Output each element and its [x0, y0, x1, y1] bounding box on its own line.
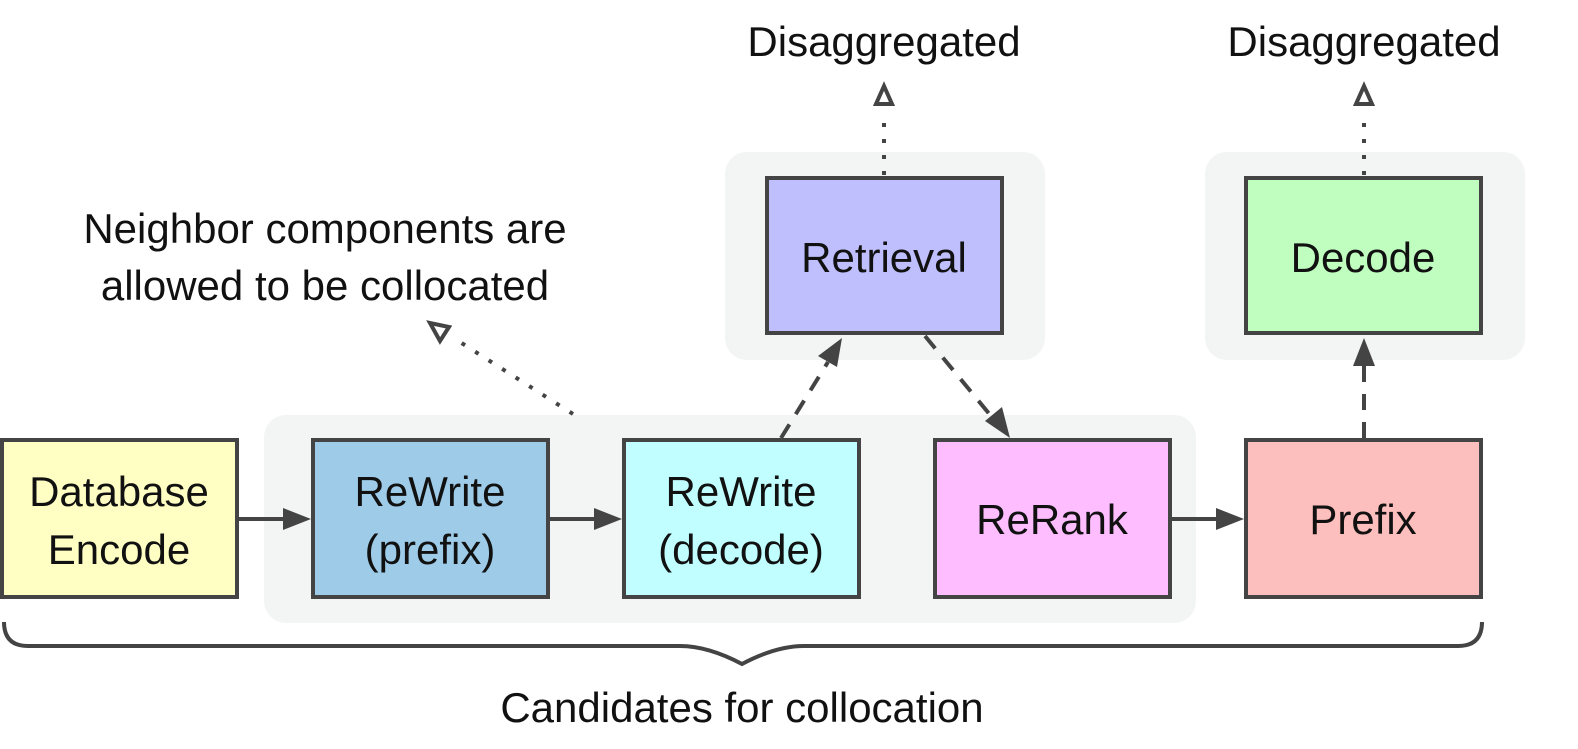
edge-retrieval-to-rerank — [923, 334, 1010, 438]
edge-decode-to-disaggregated — [1352, 81, 1376, 175]
rewrite-decode-label-line1: ReWrite — [666, 468, 817, 515]
rewrite-prefix-label-line2: (prefix) — [365, 526, 496, 573]
node-database-encode: Database Encode — [0, 438, 239, 599]
node-decode: Decode — [1244, 176, 1483, 335]
node-rewrite-decode: ReWrite (decode) — [622, 438, 861, 599]
database-encode-label-line2: Encode — [48, 526, 190, 573]
candidates-label: Candidates for collocation — [500, 684, 983, 731]
edge-retrieval-to-disaggregated — [872, 81, 896, 175]
rewrite-decode-label-line2: (decode) — [658, 526, 824, 573]
node-prefix: Prefix — [1244, 438, 1483, 599]
neighbor-note-line2: allowed to be collocated — [101, 262, 549, 309]
candidates-brace — [2, 621, 1484, 667]
edge-database-encode-to-rewrite-prefix — [239, 508, 311, 530]
edge-rewrite-decode-to-retrieval — [779, 338, 842, 440]
database-encode-label-line1: Database — [29, 468, 209, 515]
neighbor-note-line1: Neighbor components are — [83, 205, 566, 252]
edge-prefix-to-decode — [1353, 338, 1375, 438]
node-rerank: ReRank — [933, 438, 1172, 599]
node-rewrite-prefix: ReWrite (prefix) — [311, 438, 550, 599]
decode-label: Decode — [1291, 234, 1436, 281]
disaggregated-label-decode: Disaggregated — [1227, 18, 1500, 65]
rerank-label: ReRank — [976, 496, 1129, 543]
node-retrieval: Retrieval — [765, 176, 1004, 335]
edge-group-to-neighbor-note — [426, 320, 575, 416]
retrieval-label: Retrieval — [801, 234, 967, 281]
rewrite-prefix-label-line1: ReWrite — [355, 468, 506, 515]
prefix-label: Prefix — [1309, 496, 1416, 543]
edge-rerank-to-prefix — [1171, 508, 1244, 530]
edge-rewrite-prefix-to-rewrite-decode — [549, 508, 622, 530]
disaggregated-label-retrieval: Disaggregated — [747, 18, 1020, 65]
